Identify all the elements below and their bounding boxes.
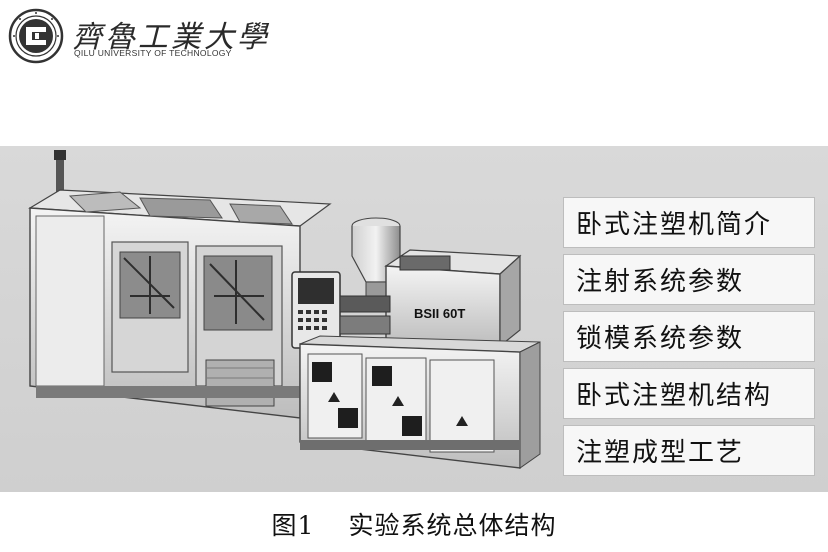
menu-item-injection-params[interactable]: 注射系统参数 bbox=[563, 254, 815, 305]
university-seal-icon bbox=[8, 8, 64, 64]
topic-menu: 卧式注塑机简介 注射系统参数 锁模系统参数 卧式注塑机结构 注塑成型工艺 bbox=[563, 197, 815, 482]
injection-molding-machine-illustration: BSII 60T bbox=[28, 150, 541, 469]
clamping-unit bbox=[28, 189, 332, 419]
figure-number: 图1 bbox=[271, 511, 315, 540]
menu-item-molding-process[interactable]: 注塑成型工艺 bbox=[563, 425, 815, 476]
menu-item-structure[interactable]: 卧式注塑机结构 bbox=[563, 368, 815, 419]
control-panel bbox=[291, 271, 341, 349]
university-name-cn: 齊魯工業大學 bbox=[72, 20, 270, 55]
injection-unit: BSII 60T bbox=[339, 249, 522, 348]
university-name-en: QILU UNIVERSITY OF TECHNOLOGY bbox=[74, 48, 232, 58]
electrical-cabinet bbox=[299, 335, 541, 469]
menu-item-intro[interactable]: 卧式注塑机简介 bbox=[563, 197, 815, 248]
figure-caption-text: 实验系统总体结构 bbox=[348, 511, 557, 540]
figure-caption: 图1 实验系统总体结构 bbox=[0, 506, 828, 542]
signal-tower bbox=[54, 150, 66, 204]
figure-area: BSII 60T 卧式注塑机简介 注射系统 bbox=[0, 146, 828, 492]
menu-item-clamping-params[interactable]: 锁模系统参数 bbox=[563, 311, 815, 362]
machine-model-label: BSII 60T bbox=[414, 306, 465, 321]
university-logo: 齊魯工業大學 QILU UNIVERSITY OF TECHNOLOGY bbox=[8, 6, 267, 66]
